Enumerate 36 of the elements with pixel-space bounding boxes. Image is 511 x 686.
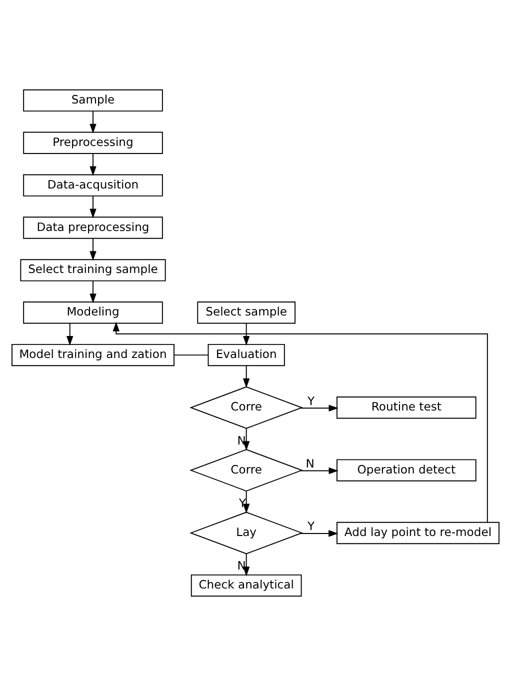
edge-label: Y bbox=[238, 496, 246, 510]
edge-label: Y bbox=[307, 394, 315, 408]
arrow bbox=[90, 238, 96, 261]
node-diamond: Lay bbox=[190, 512, 304, 554]
arrow bbox=[300, 404, 338, 412]
arrow bbox=[242, 490, 250, 514]
node-box: Evaluation bbox=[208, 344, 285, 366]
arrow bbox=[90, 153, 96, 176]
connector bbox=[174, 354, 208, 356]
node-box: Select training sample bbox=[20, 259, 166, 282]
arrow bbox=[90, 110, 96, 134]
arrow bbox=[90, 280, 96, 304]
node-box: Add lay point to re-model bbox=[336, 522, 500, 544]
arrow bbox=[242, 553, 250, 576]
node-box: Model training and zation bbox=[12, 344, 174, 366]
arrow bbox=[66, 322, 74, 346]
node-diamond: Corre bbox=[190, 449, 304, 492]
edge-label: Y bbox=[307, 519, 315, 534]
edge-label: N bbox=[306, 456, 314, 470]
arrow bbox=[242, 365, 250, 388]
arrow bbox=[242, 428, 250, 451]
arrow bbox=[112, 322, 488, 523]
arrow bbox=[300, 530, 338, 537]
node-box: Routine test bbox=[336, 396, 476, 419]
arrow bbox=[90, 196, 96, 218]
node-box: Modeling bbox=[23, 302, 163, 324]
node-box: Select sample bbox=[197, 302, 296, 324]
arrow bbox=[300, 467, 338, 474]
node-box: Sample bbox=[23, 89, 163, 112]
node-box: Check analytical bbox=[190, 574, 302, 597]
node-box: Preprocessing bbox=[23, 132, 163, 154]
node-box: Data preprocessing bbox=[23, 216, 163, 239]
node-box: Operation detect bbox=[336, 459, 476, 482]
node-box: Data-acqusition bbox=[23, 174, 163, 196]
node-diamond: Corre bbox=[190, 386, 304, 429]
arrow bbox=[242, 322, 250, 346]
